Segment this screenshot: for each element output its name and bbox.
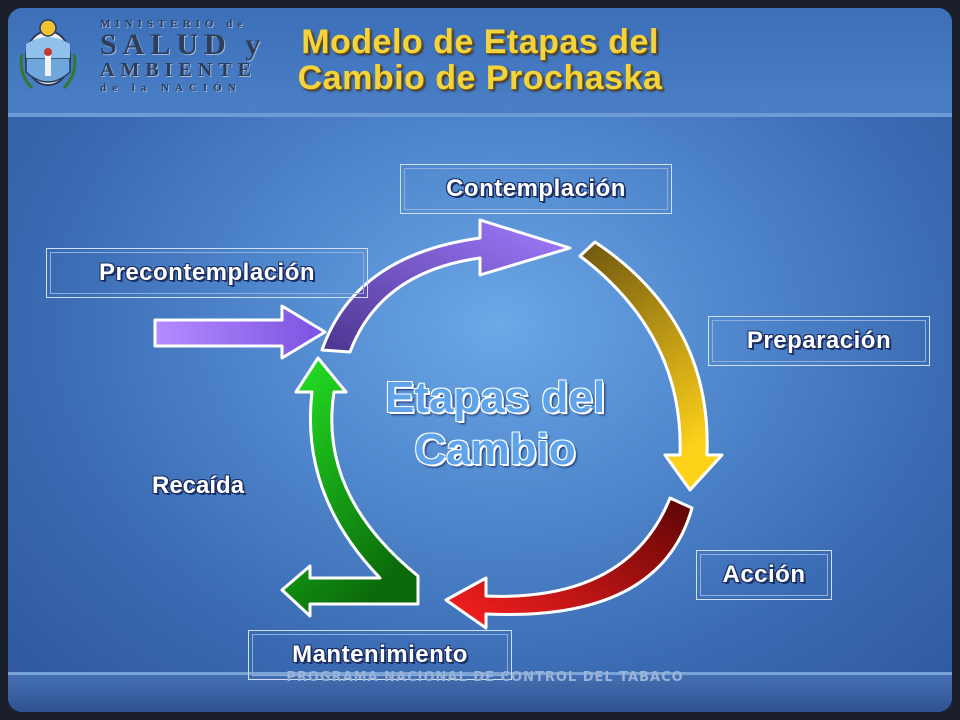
stage-preparation: Preparación [708, 316, 930, 366]
title-line2: Cambio de Prochaska [297, 59, 663, 97]
logo-line4: de la NACIÓN [100, 82, 242, 94]
stage-contemplation: Contemplación [400, 164, 672, 214]
stage-precontemplation: Precontemplación [46, 248, 368, 298]
footer-program-name: PROGRAMA NACIONAL DE CONTROL DEL TABACO [286, 670, 684, 685]
argentina-coat-of-arms-icon [19, 19, 77, 90]
stage-maintenance: Mantenimiento [248, 630, 512, 680]
arrow-preparation [578, 240, 724, 492]
title-line1: Modelo de Etapas del [301, 23, 659, 61]
entry-arrow [153, 304, 327, 360]
header-band [8, 8, 952, 117]
center-line1: Etapas del [384, 373, 606, 422]
logo-line1: MINISTERIO de [100, 18, 248, 30]
stage-action: Acción [696, 550, 832, 600]
logo-line2: SALUD y [100, 28, 267, 61]
footer-band [8, 672, 952, 712]
arrow-relapse [280, 356, 420, 618]
arrow-action [444, 496, 694, 630]
center-line2: Cambio [414, 425, 576, 474]
logo-line3: AMBIENTE [100, 59, 257, 81]
stage-relapse: Recaída [152, 472, 245, 499]
arrow-precontemplation [320, 218, 572, 354]
center-label: Etapas del Cambio [340, 372, 650, 476]
ministry-logo: MINISTERIO de SALUD y AMBIENTE de la NAC… [18, 14, 260, 94]
slide-title: Modelo de Etapas del Cambio de Prochaska [250, 24, 710, 96]
